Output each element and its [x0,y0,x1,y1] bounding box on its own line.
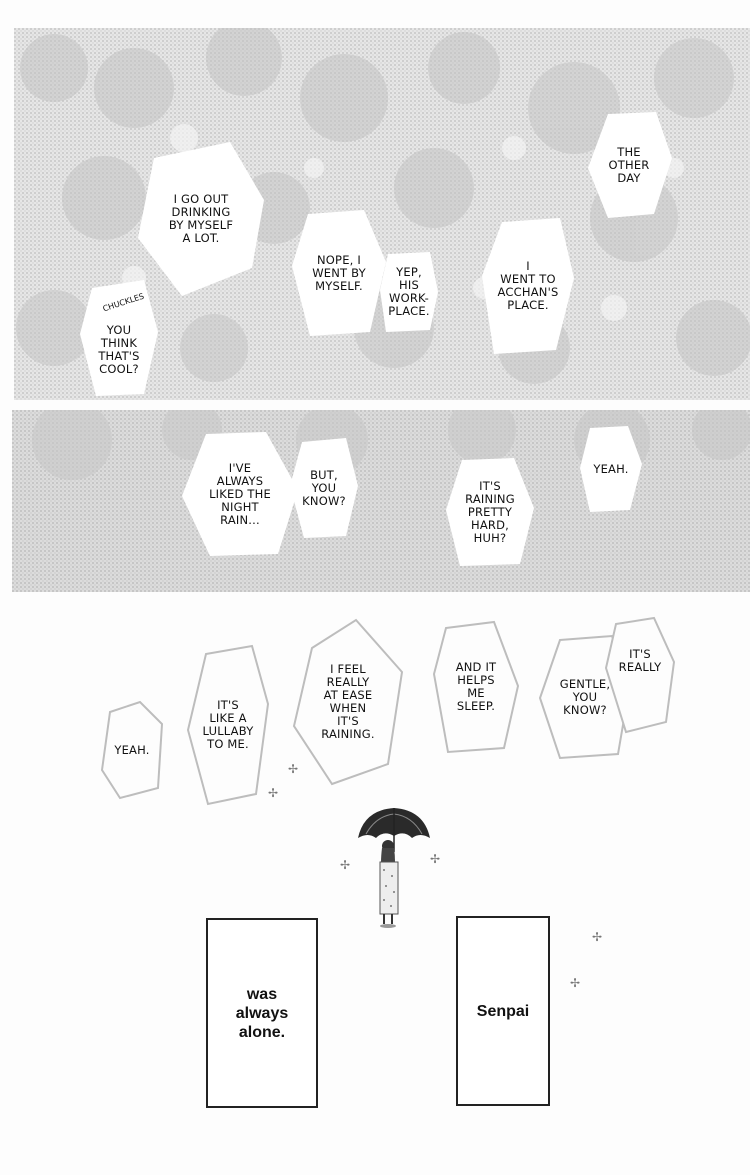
panel-2: I'VE ALWAYS LIKED THE NIGHT RAIN... BUT,… [12,410,750,592]
speech-bubble: IT'S LIKE A LULLABY TO ME. [186,644,270,806]
speech-bubble: YEP, HIS WORK- PLACE. [378,250,440,334]
speech-bubble: IT'S REALLY [604,616,676,734]
speech-bubble: I GO OUT DRINKING BY MYSELF A LOT. [136,140,266,298]
bubble-text: YEAH. [114,742,150,757]
speech-bubble: I WENT TO ACCHAN'S PLACE. [480,216,576,356]
caption-box-left: was always alone. [206,918,318,1108]
bubble-text: THE OTHER DAY [608,144,650,185]
rain-sparkle: ✢ [288,762,299,776]
speech-bubble: YEAH. [578,424,644,514]
speech-bubble: YEAH. [100,700,164,800]
bubble-text: GENTLE, YOU KNOW? [559,676,611,717]
caption-box-right: Senpai [456,916,550,1106]
speech-bubble: I'VE ALWAYS LIKED THE NIGHT RAIN... [180,430,300,558]
speech-bubble: AND IT HELPS ME SLEEP. [432,620,520,754]
rain-sparkle: ✢ [268,786,279,800]
bubble-text: IT'S RAINING PRETTY HARD, HUH? [465,478,515,545]
speech-bubble: YOU THINK THAT'S COOL? [78,278,160,398]
speech-bubble: IT'S RAINING PRETTY HARD, HUH? [444,456,536,568]
caption-text: Senpai [476,1002,530,1020]
bubble-text: I FEEL REALLY AT EASE WHEN IT'S RAINING. [321,662,375,741]
bubble-text: IT'S LIKE A LULLABY TO ME. [202,698,254,751]
speech-bubble: BUT, YOU KNOW? [288,436,360,540]
rain-sparkle: ✢ [592,930,603,944]
speech-bubble: GENTLE, YOU KNOW? [538,634,632,760]
rain-sparkle: ✢ [430,852,441,866]
bubble-text: I GO OUT DRINKING BY MYSELF A LOT. [168,192,234,245]
bubble-text: BUT, YOU KNOW? [302,467,346,508]
bubble-text: YOU THINK THAT'S COOL? [98,323,140,376]
bubble-text: AND IT HELPS ME SLEEP. [455,660,497,713]
rain-sparkle: ✢ [340,858,351,872]
speech-bubble: NOPE, I WENT BY MYSELF. [290,208,388,338]
panel-3: YEAH. IT'S LIKE A LULLABY TO ME. I FEEL … [0,600,750,1175]
speech-bubble: I FEEL REALLY AT EASE WHEN IT'S RAINING. [292,618,404,786]
speech-bubble: THE OTHER DAY [586,110,672,220]
bubble-text: I WENT TO ACCHAN'S PLACE. [497,259,559,312]
bubble-text: YEP, HIS WORK- PLACE. [388,265,430,318]
bubble-text: NOPE, I WENT BY MYSELF. [312,252,366,293]
rain-sparkle: ✢ [570,976,581,990]
panel-1: THE OTHER DAY I GO OUT DRINKING BY MYSEL… [14,28,750,400]
bubble-text: YEAH. [593,461,629,476]
caption-text: was always alone. [235,985,289,1041]
bubble-text: IT'S REALLY [618,647,662,674]
girl-with-umbrella-illustration [358,808,430,928]
bubble-text: I'VE ALWAYS LIKED THE NIGHT RAIN... [209,460,271,527]
